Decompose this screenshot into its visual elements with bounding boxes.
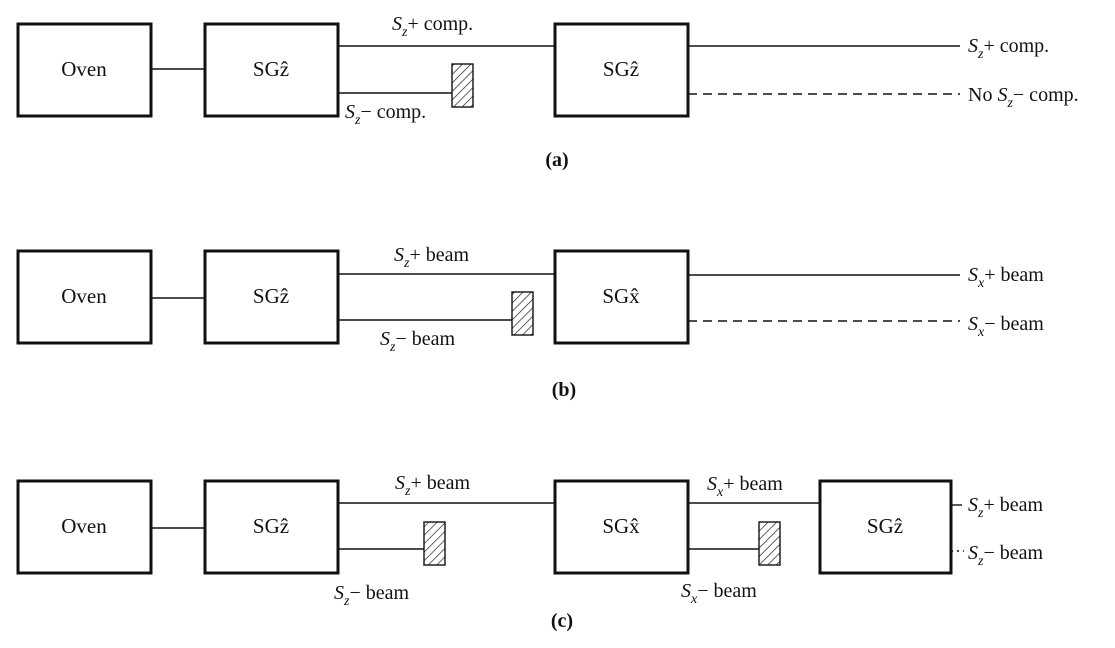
label-upper-c1: Sz+ beam xyxy=(395,472,470,499)
panel-c: Oven SGẑ Sz+ beam Sz− beam SGx̂ Sx+ beam… xyxy=(16,472,1043,632)
out-lower-label-a: No Sz− comp. xyxy=(968,84,1079,111)
label-lower-b: Sz− beam xyxy=(380,328,455,355)
sg-x-label-c: SGx̂ xyxy=(602,514,640,538)
out-upper-label-c: Sz+ beam xyxy=(968,494,1043,521)
oven-box-c xyxy=(16,479,153,575)
out-upper-label-b: Sx+ beam xyxy=(968,264,1044,291)
label-upper-a: Sz+ comp. xyxy=(392,13,473,40)
oven-label-b: Oven xyxy=(61,284,107,308)
label-lower-c2: Sx− beam xyxy=(681,580,757,607)
sg-z-box-a2 xyxy=(553,22,690,118)
beam-blocker-b xyxy=(511,291,534,336)
panel-a-caption: (a) xyxy=(545,149,568,171)
sg-z-label-c2: SGẑ xyxy=(867,514,903,538)
label-lower-a: Sz− comp. xyxy=(345,101,426,128)
panel-b-caption: (b) xyxy=(552,379,576,401)
sg-z-label-a1: SGẑ xyxy=(253,57,289,81)
beam-blocker-c1 xyxy=(423,521,446,566)
label-lower-c1: Sz− beam xyxy=(334,582,409,609)
panel-a: Oven SGẑ Sz+ comp. Sz− comp. SGẑ Sz+ com… xyxy=(16,13,1079,171)
panel-b: Oven SGẑ Sz+ beam Sz− beam SGx̂ Sx+ beam… xyxy=(16,244,1044,401)
oven-label-c: Oven xyxy=(61,514,107,538)
beam-blocker-c2 xyxy=(758,521,781,566)
panel-c-caption: (c) xyxy=(551,610,573,632)
label-upper-b: Sz+ beam xyxy=(394,244,469,271)
sg-z-box-c1 xyxy=(203,479,340,575)
beam-blocker-a xyxy=(451,63,474,108)
sg-x-box-c xyxy=(553,479,690,575)
sg-z-label-c1: SGẑ xyxy=(253,514,289,538)
sg-x-label-b: SGx̂ xyxy=(602,284,640,308)
sg-z-box-c2 xyxy=(818,479,953,575)
sg-x-box-b xyxy=(553,249,690,345)
out-lower-label-c: Sz− beam xyxy=(968,542,1043,569)
oven-box-b xyxy=(16,249,153,345)
oven-box-a xyxy=(16,22,153,118)
sg-z-box-b xyxy=(203,249,340,345)
label-upper-c2: Sx+ beam xyxy=(707,473,783,500)
sg-z-label-b: SGẑ xyxy=(253,284,289,308)
sg-z-box-a1 xyxy=(203,22,340,118)
sg-z-label-a2: SGẑ xyxy=(603,57,639,81)
oven-label-a: Oven xyxy=(61,57,107,81)
out-upper-label-a: Sz+ comp. xyxy=(968,35,1049,62)
out-lower-label-b: Sx− beam xyxy=(968,313,1044,340)
